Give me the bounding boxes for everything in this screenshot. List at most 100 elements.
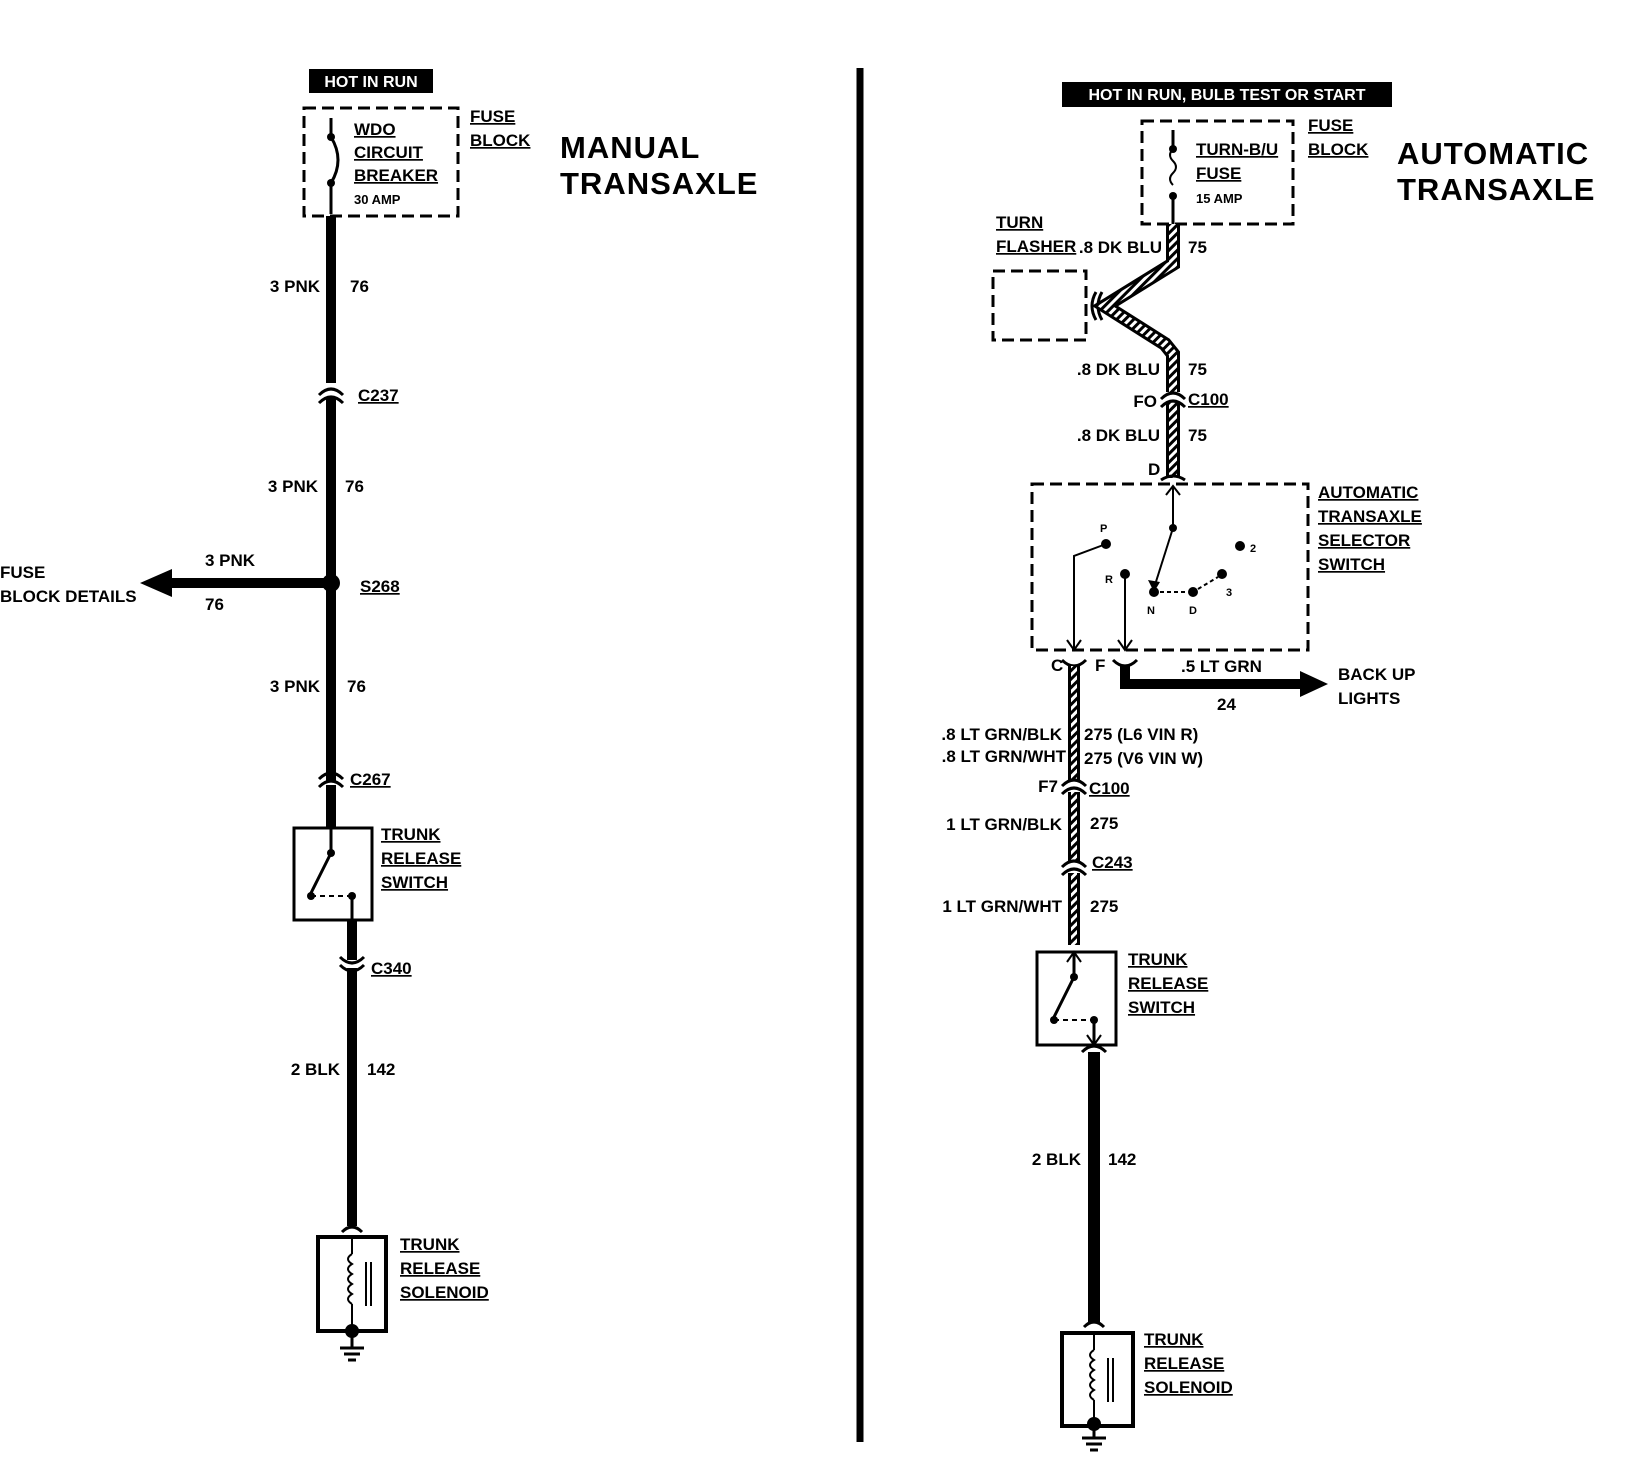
connector-c243-icon [1060,859,1088,877]
backup-lights-wire [1120,666,1302,689]
manual-power-label-box [309,69,433,93]
breaker-label-line2: CIRCUIT [354,143,424,162]
manual-wire1-circuit: 76 [350,277,369,296]
auto-wire4b-circuit: 275 (V6 VIN W) [1084,749,1203,768]
circuit-breaker-icon [329,136,340,184]
branch-gauge: 3 PNK [205,551,256,570]
manual-wire4-circuit: 142 [367,1060,395,1079]
backup-dest-1: BACK UP [1338,665,1415,684]
auto-wire1-circuit: 75 [1188,238,1207,257]
manual-wire2-circuit: 76 [345,477,364,496]
breaker-label-line3: BREAKER [354,166,438,185]
auto-fuse-label-1: TURN-B/U [1196,140,1278,159]
manual-wire4-gauge: 2 BLK [291,1060,341,1079]
auto-fuse-label-2: FUSE [1196,164,1241,183]
selector-label-1: AUTOMATIC [1318,483,1418,502]
turn-flasher-box [991,269,1088,342]
auto-wire4a-circuit: 275 (L6 VIN R) [1084,725,1198,744]
auto-wire7-gauge: 2 BLK [1032,1150,1082,1169]
breaker-label-line1: WDO [354,120,396,139]
switch-contact-icon [309,852,333,894]
selector-pos-n: N [1147,605,1155,617]
branch-dest-line2: BLOCK DETAILS [0,587,137,606]
connector-c100-f7-label: C100 [1089,779,1130,798]
connector-c100-fo-pin: FO [1133,392,1157,411]
auto-wire6-circuit: 275 [1090,897,1118,916]
auto-wire1-gauge: .8 DK BLU [1079,238,1162,257]
auto-switch-label-3: SWITCH [1128,998,1195,1017]
manual-switch-label-2: RELEASE [381,849,461,868]
selector-pos-d: D [1189,605,1197,617]
auto-fuse-block-label-2: BLOCK [1308,140,1369,159]
selector-pos-3: 3 [1226,587,1232,599]
connector-c243-label: C243 [1092,853,1133,872]
connector-c100-fo-label: C100 [1188,390,1229,409]
connector-c267-icon [317,771,345,789]
connector-c100-fo-icon [1159,391,1187,409]
auto-solenoid-coil-icon [1089,1349,1096,1401]
auto-switch-label-1: TRUNK [1128,950,1188,969]
auto-fuse-rating: 15 AMP [1196,191,1243,206]
auto-ground-icon [1082,1436,1106,1452]
flasher-label-1: TURN [996,213,1043,232]
manual-wire2-gauge: 3 PNK [268,477,319,496]
auto-wire3-gauge: .8 DK BLU [1077,426,1160,445]
manual-transaxle-circuit: HOT IN RUN WDO CIRCUIT BREAKER 30 AMP FU… [0,69,758,1362]
auto-solenoid-label-3: SOLENOID [1144,1378,1233,1397]
backup-circuit: 24 [1217,695,1236,714]
auto-wire5-gauge: 1 LT GRN/BLK [946,815,1063,834]
fuse-icon [1169,148,1177,186]
auto-wire7-circuit: 142 [1108,1150,1136,1169]
manual-solenoid-label-3: SOLENOID [400,1283,489,1302]
manual-title-line2: TRANSAXLE [560,166,758,201]
manual-solenoid-label-1: TRUNK [400,1235,460,1254]
auto-fuse-block-box [1140,119,1295,226]
selector-wiper-icon [1153,527,1174,589]
branch-dest-line1: FUSE [0,563,45,582]
manual-wire3-gauge: 3 PNK [270,677,321,696]
selector-label-4: SWITCH [1318,555,1385,574]
selector-pin-c: C [1051,656,1063,675]
connector-c100-f7-pin: F7 [1038,777,1058,796]
manual-fuse-block-box [302,106,460,218]
auto-wire4a-gauge: .8 LT GRN/BLK [941,725,1062,744]
automatic-transaxle-circuit: HOT IN RUN, BULB TEST OR START TURN-B/U … [941,82,1594,1452]
backup-dest-2: LIGHTS [1338,689,1400,708]
connector-c237-label: C237 [358,386,399,405]
auto-switch-label-2: RELEASE [1128,974,1208,993]
selector-pin-d: D [1148,460,1160,479]
auto-solenoid-label-2: RELEASE [1144,1354,1224,1373]
selector-pos-r: R [1105,574,1113,586]
selector-pos-2: 2 [1250,543,1256,555]
branch-arrow-icon [140,569,172,597]
auto-wire4b-gauge: .8 LT GRN/WHT [942,747,1067,766]
auto-fuse-block-label-1: FUSE [1308,116,1353,135]
auto-wire6-gauge: 1 LT GRN/WHT [942,897,1062,916]
auto-power-label-box [1062,82,1392,107]
auto-wire3-circuit: 75 [1188,426,1207,445]
manual-power-label: HOT IN RUN [324,74,417,91]
manual-wire3-circuit: 76 [347,677,366,696]
manual-solenoid-label-2: RELEASE [400,1259,480,1278]
auto-solenoid-box [1060,1331,1135,1428]
auto-power-label: HOT IN RUN, BULB TEST OR START [1088,87,1365,104]
manual-switch-label-1: TRUNK [381,825,441,844]
ground-icon [340,1346,364,1362]
backup-arrow-icon [1300,671,1328,697]
auto-wire2-circuit: 75 [1188,360,1207,379]
auto-trunk-switch-box [1035,950,1118,1047]
connector-c267-label: C267 [350,770,391,789]
splice-s268-label: S268 [360,577,400,596]
manual-fuse-block-label-2: BLOCK [470,131,531,150]
selector-label-3: SELECTOR [1318,531,1410,550]
connector-c237-icon [317,387,345,405]
selector-pin-f: F [1095,656,1105,675]
branch-circuit: 76 [205,595,224,614]
manual-switch-label-3: SWITCH [381,873,448,892]
manual-wire1-gauge: 3 PNK [270,277,321,296]
connector-c340-label: C340 [371,959,412,978]
selector-label-2: TRANSAXLE [1318,507,1422,526]
selector-pos-p: P [1100,523,1107,535]
manual-trunk-switch-box [292,826,374,922]
